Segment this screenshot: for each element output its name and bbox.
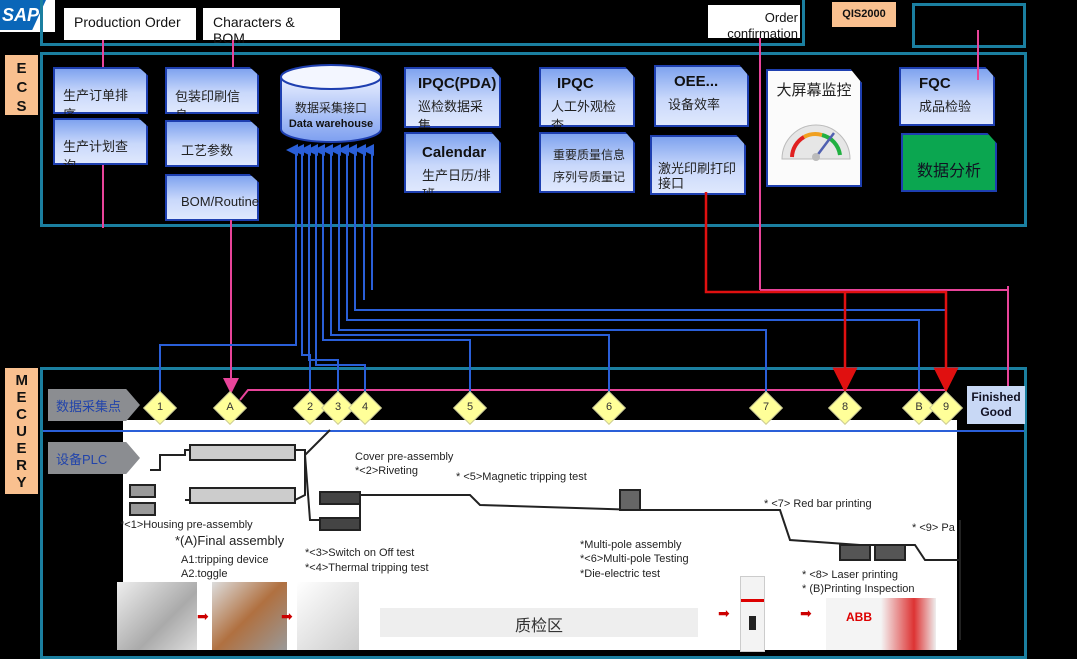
arrow-icon: ➡ [281,608,293,624]
card-pack-print[interactable]: 包装印刷信息 [165,67,259,114]
collection-point-label: 7 [762,401,770,413]
note-final: *(A)Final assembly [175,533,285,548]
note-redbar: * <7> Red bar printing [764,498,872,510]
product-housing-image [117,582,197,650]
sap-frame [40,0,805,46]
arrow-icon: ➡ [197,608,209,624]
note-mp-test: *<6>Multi-pole Testing [580,553,689,565]
qis-frame [912,3,1026,48]
gauge-icon [781,124,851,161]
arrow-icon: ➡ [718,605,730,621]
note-pack: * <9> Pa [912,522,955,534]
breaker-image [740,576,765,652]
note-a2: A2.toggle [181,568,228,580]
plc-arrow: 设备PLC [48,442,140,474]
line-layout-drawing [129,429,961,640]
note-a1: A1:tripping device [181,554,269,566]
ecs-label: ECS [5,55,38,115]
production-order-box: Production Order [64,8,196,40]
arrow-icon: ➡ [800,605,812,621]
finished-good-box: Finished Good [967,386,1025,424]
card-big-screen[interactable]: 大屏幕监控 [766,69,862,187]
collection-point-label: 4 [361,401,369,413]
characters-bom-box: Characters & BOM [203,8,340,46]
cylinder-shape [280,64,382,143]
card-bom-routine[interactable]: BOM/Routine [165,174,259,221]
product-assembly-image [212,582,287,650]
card-process-params[interactable]: 工艺参数 [165,120,259,167]
card-order-sort[interactable]: 生产订单排序 [53,67,148,114]
collection-point-label: 8 [841,401,849,413]
qis2000-label: QIS2000 [832,2,896,27]
collection-point-label: B [915,401,923,413]
collection-point-label: 2 [306,401,314,413]
note-switch: *<3>Switch on Off test [305,547,415,559]
sap-logo: SAP [0,0,55,32]
note-inspect: * (B)Printing Inspection [802,583,915,595]
card-plan-query[interactable]: 生产计划查询 [53,118,148,165]
data-warehouse: 数据采集接口 Data warehouse [279,63,383,145]
mecuery-label: MECUERY [5,368,38,494]
divider [43,430,1024,432]
card-oee[interactable]: OEE...设备效率 [654,65,749,127]
collection-point-label: 6 [605,401,613,413]
note-riveting: *<2>Riveting [355,465,418,477]
note-thermal: *<4>Thermal tripping test [305,562,429,574]
collection-point-label: 1 [156,401,164,413]
product-cover-image [297,582,359,650]
qc-zone: 质检区 [380,608,698,637]
collect-points-arrow: 数据采集点 [48,389,140,421]
note-housing: *<1>Housing pre-assembly [120,519,253,531]
card-quality-info[interactable]: 重要质量信息序列号质量记录 [539,132,635,193]
note-magnetic: * <5>Magnetic tripping test [456,471,587,483]
abb-box-image: ABB [826,598,936,650]
order-confirmation-box: Order confirmation [708,5,800,38]
note-die: *Die-electric test [580,568,661,580]
collection-point-label: 5 [466,401,474,413]
note-laser: * <8> Laser printing [802,569,899,581]
collection-point-label: A [226,401,234,413]
card-data-analysis[interactable]: 数据分析 [901,133,997,192]
collection-point-label: 3 [334,401,342,413]
note-cover: Cover pre-assembly [355,451,454,463]
note-multipole: *Multi-pole assembly [580,539,682,551]
card-laser-interface[interactable]: 激光印刷打印接口 [650,135,746,195]
collection-point-label: 9 [942,401,950,413]
card-ipqc-pda[interactable]: IPQC(PDA)巡检数据采集 [404,67,501,128]
ecs-frame [40,52,1027,227]
